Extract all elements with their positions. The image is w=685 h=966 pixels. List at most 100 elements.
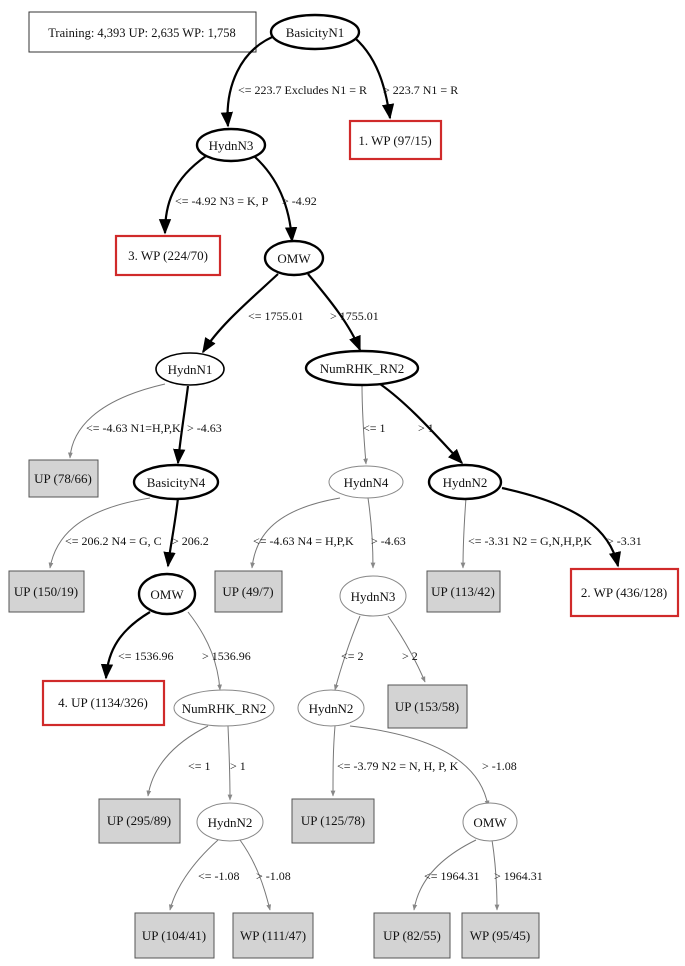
node-label: HydnN1 (168, 362, 213, 377)
edge-numrhk1-hydnN2a (379, 383, 464, 465)
edge-hydnN4-up49 (250, 497, 341, 569)
leaf-label: WP (95/45) (470, 928, 531, 943)
edges (48, 32, 621, 911)
edge-numrhk2-hydnN2c (227, 725, 233, 801)
edge-label: <= 1964.31 (424, 869, 480, 883)
edge-label: <= -4.92 N3 = K, P (175, 194, 269, 208)
edge-basicityN4-omw2 (163, 497, 180, 568)
edge-label: > -3.31 (607, 534, 642, 548)
node-label: OMW (277, 251, 311, 266)
edge-label: > 1536.96 (202, 649, 251, 663)
node-hydnN4: HydnN4 (328, 465, 404, 499)
edge-omw3-wp95 (491, 839, 500, 911)
node-label: HydnN3 (209, 138, 254, 153)
edge-label: <= 1 (188, 759, 211, 773)
edge-omw3-up82 (412, 839, 477, 911)
node-label: BasicityN4 (147, 475, 206, 490)
edge-hydnN3-wp3 (158, 155, 207, 235)
edge-basicityN1-wp1 (349, 33, 395, 120)
edge-hydnN2b-up125 (330, 725, 336, 797)
edge-labels: <= 223.7 Excludes N1 = R > 223.7 N1 = R … (65, 83, 642, 883)
leaf-wp-111-47: WP (111/47) (232, 912, 314, 959)
leaf-up-150-19: UP (150/19) (8, 570, 85, 613)
edge-label: <= -3.79 N2 = N, H, P, K (337, 759, 459, 773)
leaf-label: 2. WP (436/128) (581, 585, 667, 600)
leaf-up-153-58: UP (153/58) (387, 684, 468, 729)
edge-hydnN2c-wp111 (239, 839, 272, 911)
edge-hydnN3b-hydnN2b (333, 615, 361, 691)
leaf-label: UP (113/42) (431, 584, 495, 599)
edge-label: > 1755.01 (330, 309, 379, 323)
training-info-text: Training: 4,393 UP: 2,635 WP: 1,758 (48, 26, 236, 40)
edge-label: <= 1536.96 (118, 649, 174, 663)
edge-hydnN2a-wp2 (501, 486, 621, 568)
edge-label: <= 206.2 N4 = G, C (65, 534, 162, 548)
edge-hydnN2b-omw3 (349, 725, 490, 807)
edge-label: <= -3.31 N2 = G,N,H,P,K (468, 534, 592, 548)
leaf-up-82-55: UP (82/55) (373, 912, 451, 959)
edge-label: > 206.2 (172, 534, 209, 548)
node-hydnN1: HydnN1 (155, 352, 225, 386)
node-hydnN3-b: HydnN3 (339, 575, 407, 617)
edge-hydnN3-omw1 (254, 156, 298, 243)
edge-label: > 2 (402, 649, 418, 663)
node-hydnN2-a: HydnN2 (427, 463, 503, 501)
node-numrhk-rn2-1: NumRHK_RN2 (304, 349, 420, 387)
leaf-nodes: 1. WP (97/15) 3. WP (224/70) 2. WP (436/… (8, 119, 680, 959)
node-label: HydnN2 (309, 701, 354, 716)
edge-label: <= -4.63 N1=H,P,K (86, 421, 181, 435)
node-label: OMW (150, 587, 184, 602)
edge-numrhk1-hydnN4 (361, 383, 368, 465)
edge-label: > -4.92 (282, 194, 317, 208)
node-label: NumRHK_RN2 (320, 361, 405, 376)
edge-label: > 1 (230, 759, 246, 773)
leaf-label: 4. UP (1134/326) (58, 695, 148, 710)
node-label: HydnN2 (208, 815, 253, 830)
leaf-label: WP (111/47) (240, 928, 306, 943)
leaf-label: UP (150/19) (14, 584, 78, 599)
edge-numrhk2-up295 (146, 725, 209, 797)
edge-label: > -4.63 (371, 534, 406, 548)
edge-label: <= 1755.01 (248, 309, 304, 323)
node-label: NumRHK_RN2 (182, 701, 267, 716)
edge-label: > 1964.31 (494, 869, 543, 883)
node-numrhk-rn2-2: NumRHK_RN2 (173, 689, 275, 727)
leaf-wp-97-15: 1. WP (97/15) (348, 119, 443, 161)
node-omw-3: OMW (462, 802, 518, 842)
edge-hydnN1-up78 (67, 383, 166, 459)
edge-label: > -4.63 (187, 421, 222, 435)
leaf-up-104-41: UP (104/41) (134, 912, 215, 959)
edge-label: <= 1 (363, 421, 386, 435)
node-omw-2: OMW (137, 572, 197, 616)
edge-basicityN1-hydnN3 (220, 32, 281, 128)
node-label: OMW (473, 815, 507, 830)
leaf-up-78-66: UP (78/66) (28, 459, 99, 498)
leaf-label: UP (82/55) (383, 928, 441, 943)
edge-hydnN3b-up153 (387, 615, 426, 683)
edge-omw1-hydnN1 (202, 273, 279, 354)
node-hydnN2-c: HydnN2 (196, 802, 264, 842)
edge-hydnN2c-up104 (168, 839, 219, 911)
node-hydnN2-b: HydnN2 (297, 689, 365, 727)
edge-label: > -1.08 (482, 759, 517, 773)
edge-label: > -1.08 (256, 869, 291, 883)
edge-hydnN2a-up113 (460, 497, 467, 569)
node-label: BasicityN1 (286, 25, 345, 40)
decision-nodes: BasicityN1 HydnN3 OMW HydnN1 NumRHK_RN2 … (132, 13, 518, 842)
edge-hydnN1-basicityN4 (173, 385, 190, 465)
leaf-label: 1. WP (97/15) (358, 133, 431, 148)
leaf-up-113-42: UP (113/42) (426, 570, 501, 613)
node-label: HydnN3 (351, 589, 396, 604)
edge-omw1-numrhk1 (307, 273, 362, 352)
edge-omw2-up4 (100, 611, 151, 680)
leaf-label: 3. WP (224/70) (128, 248, 208, 263)
training-info-box: Training: 4,393 UP: 2,635 WP: 1,758 (28, 11, 257, 53)
edge-label: <= 223.7 Excludes N1 = R (238, 83, 367, 97)
leaf-label: UP (78/66) (34, 471, 92, 486)
leaf-up-125-78: UP (125/78) (291, 798, 375, 844)
leaf-label: UP (49/7) (222, 584, 273, 599)
node-hydnN3-a: HydnN3 (195, 127, 267, 163)
leaf-label: UP (153/58) (395, 699, 459, 714)
edge-label: <= -1.08 (198, 869, 240, 883)
edge-label: > 223.7 N1 = R (383, 83, 458, 97)
